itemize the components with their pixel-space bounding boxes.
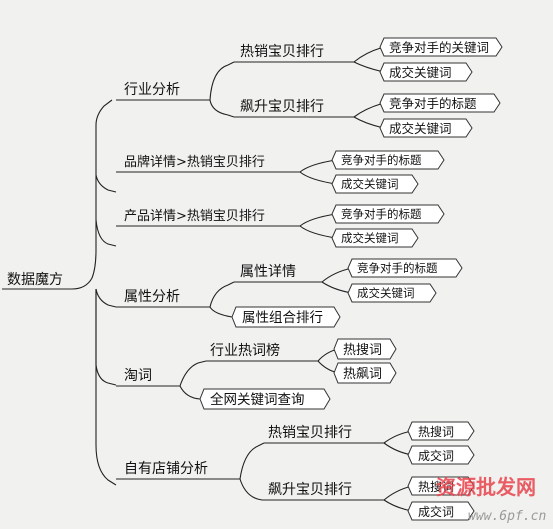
branch-attribute-analysis: 属性分析	[124, 289, 180, 305]
branch-industry-analysis: 行业分析	[124, 82, 180, 98]
svg-text:成交词: 成交词	[418, 448, 454, 463]
node-hot-sales-ranking: 热销宝贝排行	[268, 425, 352, 441]
leaf-deal-keywords: 成交关键词	[379, 118, 473, 138]
svg-text:热搜词: 热搜词	[418, 424, 454, 439]
branch-tao-words: 淘词	[124, 368, 152, 384]
svg-text:成交关键词: 成交关键词	[357, 286, 415, 300]
watermark-url: www.6pf.cn	[468, 509, 546, 524]
root-node: 数据魔方	[7, 272, 63, 288]
leaf-competitor-titles: 竞争对手的标题	[331, 150, 445, 170]
branch-brand-details: 品牌详情>热销宝贝排行	[124, 154, 265, 170]
svg-text:热搜词: 热搜词	[418, 479, 454, 494]
svg-text:成交词: 成交词	[418, 504, 454, 519]
svg-text:热搜词: 热搜词	[343, 343, 382, 358]
leaf-hot-rising-words: 热飙词	[333, 362, 397, 384]
svg-text:全网关键词查询: 全网关键词查询	[210, 391, 305, 408]
connectors	[2, 46, 413, 512]
svg-text:热飙词: 热飙词	[343, 366, 382, 382]
node-attribute-combo-ranking: 属性组合排行	[231, 306, 341, 328]
leaf-deal-words: 成交词	[407, 445, 475, 465]
svg-text:竞争对手的关键词: 竞争对手的关键词	[389, 40, 489, 55]
leaf-deal-keywords: 成交关键词	[331, 174, 419, 194]
watermark: 资源批发网 www.6pf.cn	[436, 475, 546, 524]
branch-own-store-analysis: 自有店铺分析	[124, 461, 208, 477]
leaf-deal-keywords: 成交关键词	[331, 228, 419, 248]
leaf-competitor-titles: 竞争对手的标题	[379, 93, 501, 113]
branch-product-details: 产品详情>热销宝贝排行	[124, 209, 265, 224]
svg-text:成交关键词: 成交关键词	[389, 121, 452, 136]
svg-text:竞争对手的标题: 竞争对手的标题	[389, 96, 477, 111]
svg-text:成交关键词: 成交关键词	[389, 65, 452, 80]
node-attribute-details: 属性详情	[240, 264, 296, 280]
node-industry-hot-words: 行业热词榜	[210, 342, 280, 359]
leaf-hot-search-words: 热搜词	[333, 338, 397, 360]
leaf-competitor-titles: 竞争对手的标题	[331, 204, 445, 224]
leaf-hot-search-words: 热搜词	[407, 476, 475, 496]
leaf-hot-search-words: 热搜词	[407, 421, 475, 441]
leaf-competitor-keywords: 竞争对手的关键词	[379, 37, 503, 57]
node-global-keyword-query: 全网关键词查询	[199, 388, 331, 410]
leaf-competitor-titles: 竞争对手的标题	[347, 258, 463, 278]
svg-text:竞争对手的标题: 竞争对手的标题	[357, 261, 438, 275]
svg-text:竞争对手的标题: 竞争对手的标题	[341, 207, 422, 221]
svg-text:属性组合排行: 属性组合排行	[242, 310, 323, 326]
svg-text:竞争对手的标题: 竞争对手的标题	[341, 153, 422, 167]
node-rising-ranking: 飙升宝贝排行	[240, 99, 324, 115]
svg-text:成交关键词: 成交关键词	[341, 231, 399, 245]
leaf-deal-keywords: 成交关键词	[379, 62, 473, 82]
watermark-logo: 资源批发网	[436, 475, 536, 499]
leaf-deal-words: 成交词	[407, 501, 475, 521]
svg-text:成交关键词: 成交关键词	[341, 177, 399, 191]
leaf-deal-keywords: 成交关键词	[347, 283, 437, 303]
node-rising-ranking: 飙升宝贝排行	[268, 482, 352, 498]
node-hot-sales-ranking: 热销宝贝排行	[240, 44, 324, 60]
